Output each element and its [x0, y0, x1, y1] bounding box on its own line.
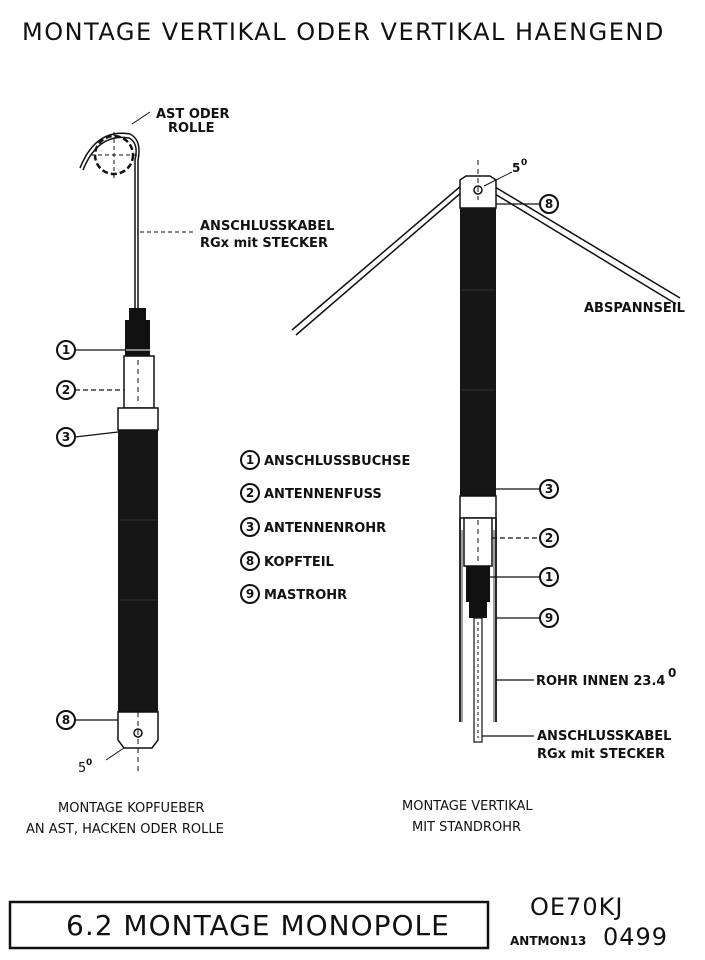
legend-num-1: 1 [246, 453, 254, 467]
left-callouts: 1 2 3 8 [56, 340, 125, 730]
guy-wire-label: ABSPANNSEIL [584, 301, 685, 316]
right-callouts: 8 3 2 1 9 [482, 194, 559, 737]
cable-label-line2: RGx mit STECKER [537, 747, 665, 762]
left-caption-line2: AN AST, HACKEN ODER ROLLE [26, 822, 224, 837]
legend-label-3: ANTENNENROHR [264, 521, 386, 536]
connector-socket [125, 308, 150, 356]
callout-8: 8 [545, 197, 553, 211]
collar [459, 495, 497, 519]
tube-label: ROHR INNEN 23.4 [536, 674, 665, 689]
head-piece [459, 160, 513, 209]
legend-label-1: ANSCHLUSSBUCHSE [264, 454, 410, 469]
legend-num-3: 3 [246, 520, 254, 534]
doc-code: ANTMON13 [510, 934, 586, 948]
cable-label-line1: ANSCHLUSSKABEL [537, 729, 671, 744]
callout-3: 3 [545, 482, 553, 496]
callout-2: 2 [545, 531, 553, 545]
collar [117, 407, 159, 431]
title-box [8, 900, 490, 950]
legend-label-8: KOPFTEIL [264, 555, 334, 570]
hanging-cable [79, 132, 195, 318]
antenna-tube [460, 208, 496, 496]
branch-roller [91, 111, 151, 178]
legend: 1 ANSCHLUSSBUCHSE 2 ANTENNENFUSS 3 ANTEN… [240, 450, 410, 604]
antenna-tube [118, 430, 158, 712]
connector-socket [466, 566, 490, 618]
callsign: OE70KJ [530, 893, 623, 921]
page-title: MONTAGE VERTIKAL ODER VERTIKAL HAENGEND [22, 18, 665, 46]
legend-label-2: ANTENNENFUSS [264, 487, 382, 502]
callout-3: 3 [62, 430, 70, 444]
antenna-foot [123, 355, 155, 409]
right-caption-line1: MONTAGE VERTIKAL [402, 799, 533, 814]
legend-num-2: 2 [246, 486, 254, 500]
tube-degree: 0 [668, 666, 676, 680]
guy-wires [291, 184, 681, 336]
doc-number: 0499 [603, 923, 668, 951]
coax-cable [473, 617, 483, 743]
legend-label-9: MASTROHR [264, 588, 347, 603]
left-caption-line1: MONTAGE KOPFUEBER [58, 801, 204, 816]
callout-2: 2 [62, 383, 70, 397]
callout-9: 9 [545, 611, 553, 625]
left-assembly: 1 2 3 8 AST ODER ROLLE ANSCHLUSSKABEL RG… [26, 107, 334, 837]
drawing-title: 6.2 MONTAGE MONOPOLE [66, 909, 450, 942]
cable-label-line1: ANSCHLUSSKABEL [200, 219, 334, 234]
left-angle-label: 5 [78, 761, 86, 776]
callout-1: 1 [545, 570, 553, 584]
mast-tube [459, 518, 497, 722]
cable-label-line2: RGx mit STECKER [200, 236, 328, 251]
right-angle-degree: 0 [521, 158, 527, 168]
legend-num-8: 8 [246, 554, 254, 568]
right-assembly: 8 3 2 1 9 5 0 ABSPANNSEIL ROHR INNEN 23.… [291, 158, 685, 835]
callout-8: 8 [62, 713, 70, 727]
antenna-foot [463, 517, 493, 567]
head-piece [105, 711, 159, 775]
legend-num-9: 9 [246, 587, 254, 601]
callout-1: 1 [62, 343, 70, 357]
branch-label-line1: AST ODER [156, 107, 230, 122]
right-caption-line2: MIT STANDROHR [412, 820, 521, 835]
branch-label-line2: ROLLE [168, 121, 215, 136]
right-angle-label: 5 [512, 161, 520, 175]
title-block: 6.2 MONTAGE MONOPOLE OE70KJ ANTMON13 049… [8, 893, 668, 951]
left-angle-degree: 0 [86, 758, 92, 768]
